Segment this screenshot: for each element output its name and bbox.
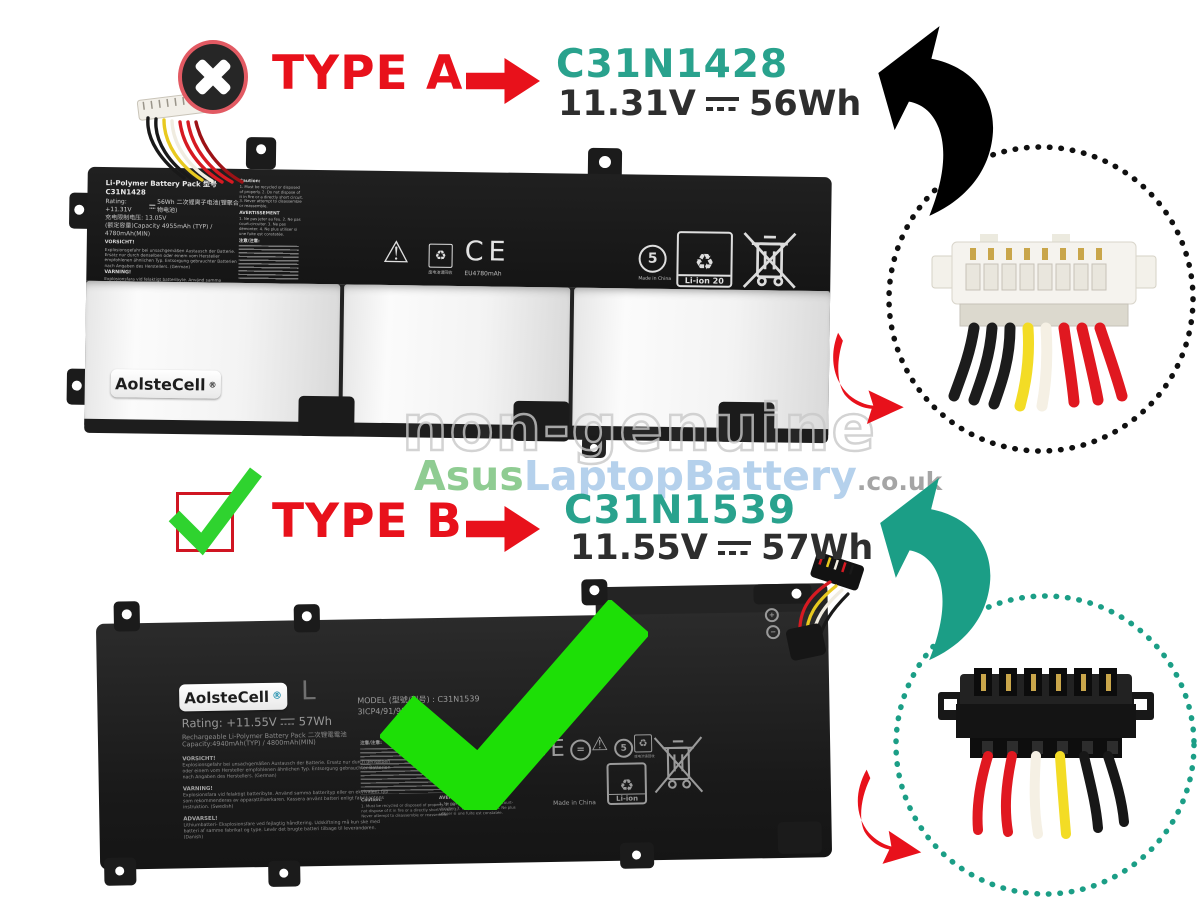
caution-lines: 1. Must be recycled or disposed of prope… [239, 183, 304, 209]
type-b-label: TYPE B [272, 494, 463, 549]
battery-a-label-strip: Li-Polymer Battery Pack 型号 C31N1428 Rati… [86, 166, 832, 323]
dc-symbol [717, 541, 752, 555]
battery-a-brand-label: AolsteCell® [110, 369, 222, 399]
battery-b-foot [268, 860, 301, 887]
battery-b-brand-label: AolsteCell® [178, 682, 288, 712]
battery-b-tab [293, 604, 321, 633]
battery-b-tab [113, 601, 141, 632]
crossed-bin-icon [738, 230, 801, 295]
type-a-arrow-icon [466, 58, 540, 104]
battery-a-rating: Rating: +11.31V [105, 197, 132, 214]
li-ion-20-icon: ♻ Li-ion 20 [676, 231, 734, 288]
type-b-model: C31N1539 [564, 488, 797, 533]
type-a-label: TYPE A [272, 46, 464, 101]
type-b-red-pointer-arrow [857, 769, 922, 864]
battery-b-connector-wires [785, 552, 865, 661]
battery-a-connector-wires [136, 91, 244, 184]
battery-b-foot [619, 842, 655, 869]
type-b-arrow-icon [466, 506, 540, 552]
corner-l-mark: L [300, 676, 316, 707]
approved-check-icon [168, 467, 262, 556]
battery-b-foot [104, 857, 137, 886]
type-b-connector-detail-circle [893, 593, 1197, 897]
type-b-curved-arrow [880, 477, 991, 661]
warning-triangle-icon: ⚠ [382, 234, 410, 271]
battery-a-spacer [298, 395, 355, 437]
non-genuine-watermark: non-genuine [401, 391, 877, 468]
battery-b-foot [777, 821, 823, 855]
type-a-connector-detail-circle [886, 144, 1196, 454]
ce-mark: CE EU4780mAh [464, 236, 511, 278]
battery-a-capacity: (额定容量)Capacity 4955mAh (TYP) / 4780mAh(M… [104, 222, 213, 238]
eu-capacity: EU4780mAh [464, 270, 502, 278]
crossed-bin-icon [652, 731, 705, 802]
approved-big-check [380, 600, 648, 810]
black-connector-photo [938, 668, 1154, 839]
battery-recycle-icon: ♻ 废电池请回收 [428, 243, 453, 276]
type-a-model: C31N1428 [556, 42, 789, 87]
type-a-red-pointer-arrow [833, 332, 904, 424]
type-a-curved-arrow [878, 26, 994, 216]
made-in-china: Made in China [638, 276, 672, 282]
rejected-x-icon [178, 40, 248, 114]
white-connector-photo [931, 234, 1157, 412]
epup-5-icon: 5 Made in China [638, 244, 672, 282]
battery-a-photo: Li-Polymer Battery Pack 型号 C31N1428 Rati… [66, 137, 834, 463]
chinese-fine-print [238, 245, 299, 281]
dc-symbol [705, 97, 740, 111]
site-watermark: AsusLaptopBattery.co.uk [414, 452, 943, 500]
